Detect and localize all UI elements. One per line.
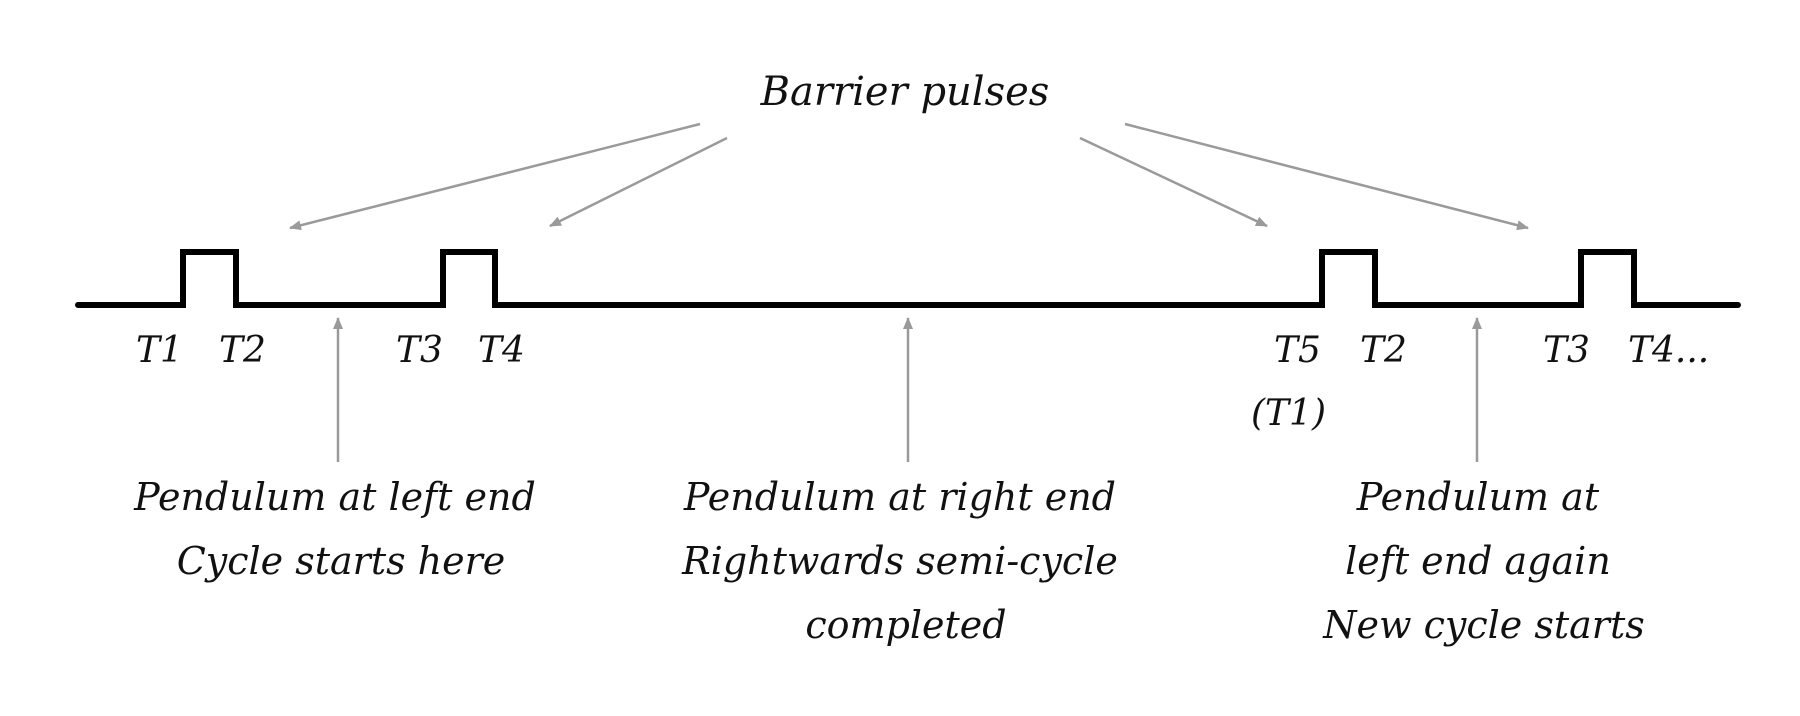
pulse-waveform: [75, 249, 1741, 308]
tick-label-t5: T5: [1274, 330, 1321, 371]
arrow-to-pulse-3: [1079, 136, 1268, 228]
annotation-left-line-1: Pendulum at left end: [133, 475, 536, 519]
tick-label-t3-second: T3: [1543, 330, 1590, 371]
tick-label-t4: T4: [478, 330, 525, 371]
annotation-left: Pendulum at left end Cycle starts here: [133, 475, 548, 583]
arrow-to-pulse-4: [1124, 122, 1529, 231]
annotation-left-line-2: Cycle starts here: [177, 539, 506, 583]
annotation-right-line-1: Pendulum at: [1356, 475, 1600, 519]
annotation-middle-line-1: Pendulum at right end: [683, 475, 1116, 519]
annotation-right: Pendulum at left end again New cycle sta…: [1322, 475, 1644, 647]
annotation-middle-line-3: completed: [805, 603, 1006, 647]
tick-label-t2: T2: [219, 330, 266, 371]
tick-label-t1: T1: [136, 330, 183, 371]
annotation-right-line-2: left end again: [1345, 539, 1611, 583]
tick-label-t4-second: T4...: [1628, 330, 1709, 371]
tick-label-t2-second: T2: [1360, 330, 1407, 371]
arrow-to-pulse-1: [289, 122, 701, 231]
tick-label-t3: T3: [396, 330, 443, 371]
annotation-middle: Pendulum at right end Rightwards semi-cy…: [681, 475, 1130, 647]
arrow-to-pulse-2: [549, 136, 728, 228]
annotation-right-line-3: New cycle starts: [1322, 603, 1644, 647]
annotation-middle-line-2: Rightwards semi-cycle: [681, 539, 1118, 583]
diagram-title: Barrier pulses: [760, 69, 1050, 115]
tick-label-t1-alt: (T1): [1251, 393, 1326, 434]
